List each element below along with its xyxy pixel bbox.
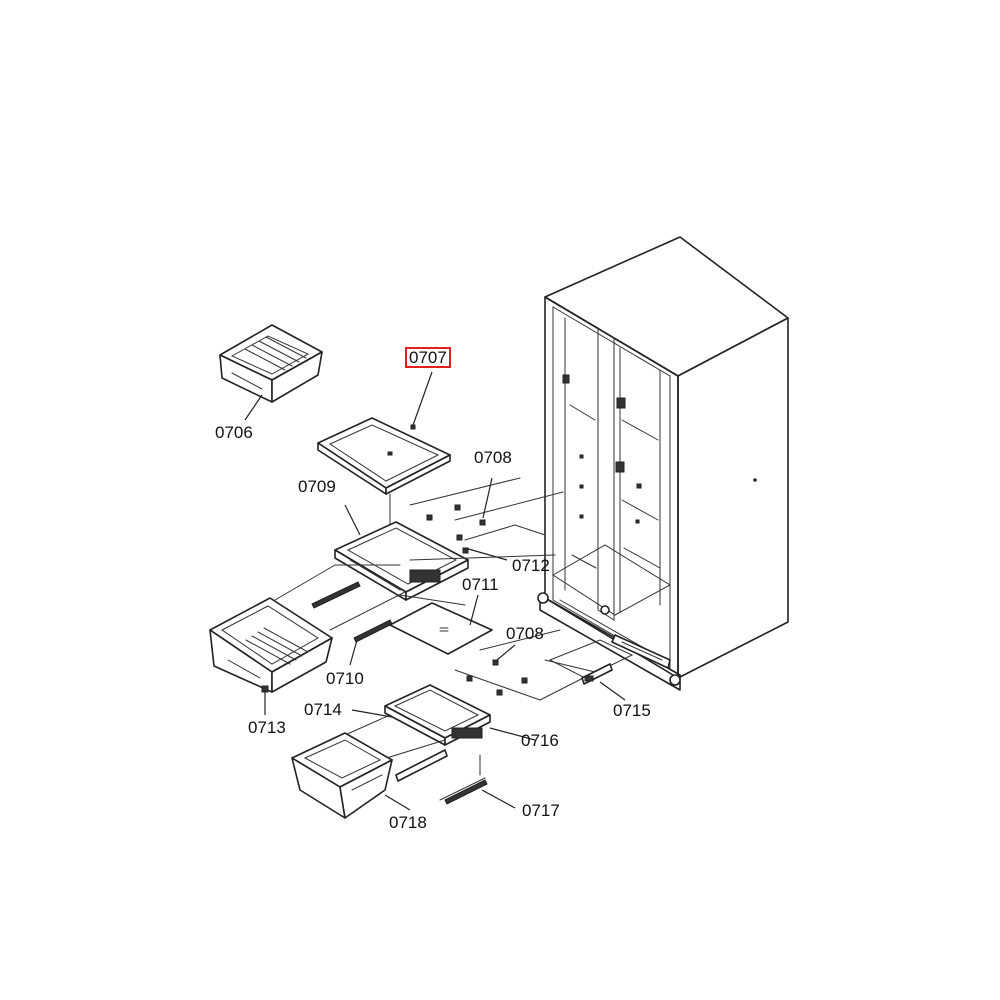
part-0709-cover-frame: [334, 521, 469, 601]
part-0708-clips-lower: [466, 659, 528, 696]
part-0707-shelf: [317, 417, 451, 495]
part-0718-drawer: [291, 732, 393, 819]
drawer-slides-upper: [274, 564, 406, 643]
rail-lines-upper: [399, 477, 564, 606]
drawer-slides-lower: [344, 714, 488, 805]
callout-0706: 0706: [215, 423, 253, 442]
part-0708-clips-upper: [426, 504, 486, 554]
part-0706-drawer: [219, 324, 323, 403]
callout-0710: 0710: [326, 669, 364, 688]
callout-0714: 0714: [304, 700, 342, 719]
part-0713-drawer: [209, 597, 333, 693]
callout-0716: 0716: [521, 731, 559, 750]
leader-lines: [244, 371, 626, 811]
part-0716-cover-frame: [384, 684, 491, 746]
callout-0709: 0709: [298, 477, 336, 496]
callout-0715: 0715: [613, 701, 651, 720]
callout-0708-lower: 0708: [506, 624, 544, 643]
refrigerator-cabinet: [537, 236, 789, 691]
callout-0718: 0718: [389, 813, 427, 832]
callout-0713: 0713: [248, 718, 286, 737]
callout-0711: 0711: [462, 575, 499, 594]
callout-0712: 0712: [512, 556, 550, 575]
part-0711-glass: [389, 602, 493, 655]
part-0715-clip: [581, 663, 613, 685]
callout-0708-upper: 0708: [474, 448, 512, 467]
callout-0707-highlighted: 0707: [405, 347, 451, 368]
callout-0717: 0717: [522, 801, 560, 820]
